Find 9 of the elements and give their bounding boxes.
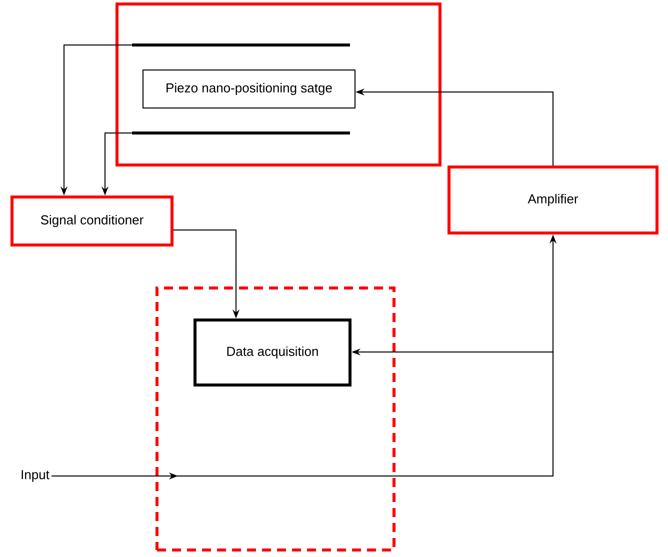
amplifier-box: Amplifier bbox=[448, 166, 658, 234]
conditioner-box: Signal conditioner bbox=[10, 196, 174, 246]
electrode-plate bbox=[132, 44, 350, 46]
stage-frame bbox=[116, 2, 442, 166]
stage-box: Piezo nano-positioning satge bbox=[142, 70, 356, 108]
electrode-plate bbox=[132, 132, 350, 134]
input-label: Input bbox=[22, 470, 50, 482]
acquisition-box: Data acquisition bbox=[194, 318, 352, 386]
control-frame bbox=[156, 286, 396, 552]
